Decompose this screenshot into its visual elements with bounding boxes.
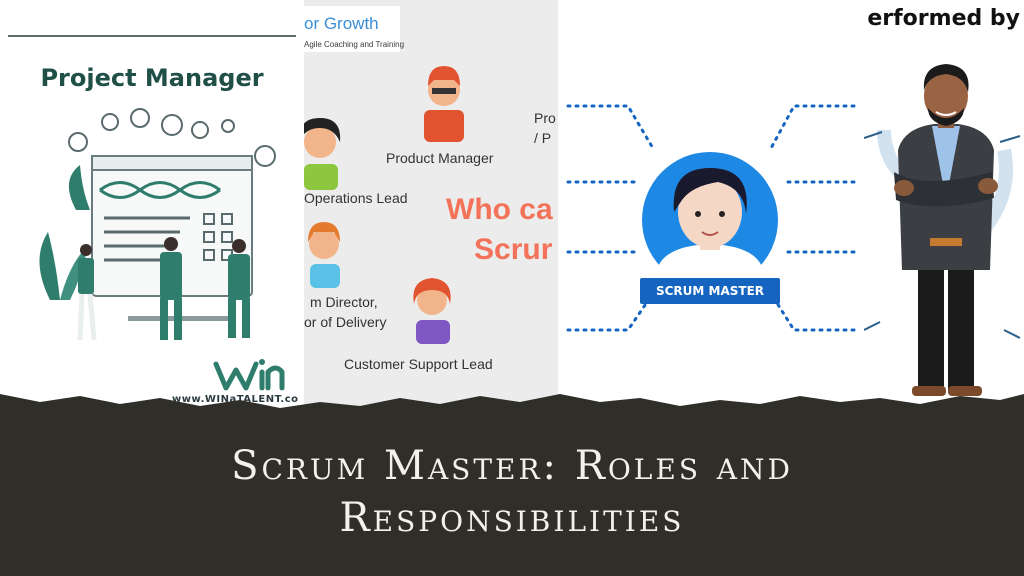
heading-line: Scrur [474, 233, 553, 266]
project-manager-panel: Project Manager www.WINaTALENT.co [0, 0, 304, 420]
scrum-master-badge: SCRUM MASTER [640, 278, 780, 304]
performed-by-text: erformed by [867, 6, 1020, 31]
project-manager-illustration [8, 35, 296, 391]
torn-paper-banner [0, 394, 1024, 576]
win-logo-mark [213, 361, 285, 391]
project-manager-title: Project Manager [40, 64, 264, 92]
role-label: Product Manager [386, 150, 494, 166]
who-can-be-scrum-panel: or Growth Agile Coaching and Training Pr… [304, 0, 558, 420]
title-line-1: Scrum Master: Roles and [231, 443, 793, 489]
role-label: Pro [534, 110, 556, 126]
win-talent-url: www.WINaTALENT.co [172, 394, 299, 405]
scrum-master-panel: SCRUM MASTER [558, 0, 864, 420]
man-illustration [864, 64, 1021, 396]
role-label: m Director, [310, 294, 378, 310]
logo-main-text: or Growth [304, 14, 379, 33]
role-label: / P [534, 130, 552, 146]
roles-illustration [304, 66, 464, 344]
role-label: Customer Support Lead [344, 356, 493, 372]
performer-panel: erformed by [864, 0, 1024, 420]
logo-sub-text: Agile Coaching and Training [304, 40, 405, 49]
heading-line: Who ca [446, 193, 553, 226]
title-line-2: Responsibilities [339, 495, 685, 541]
page-title: Scrum Master: Roles and Responsibilities [0, 440, 1024, 544]
who-can-be-heading: Who ca Scrur [446, 190, 553, 270]
role-label: Operations Lead [304, 190, 408, 206]
company-logo: or Growth Agile Coaching and Training [304, 6, 404, 52]
scrum-master-illustration [566, 104, 856, 332]
role-label: or of Delivery [304, 314, 387, 330]
